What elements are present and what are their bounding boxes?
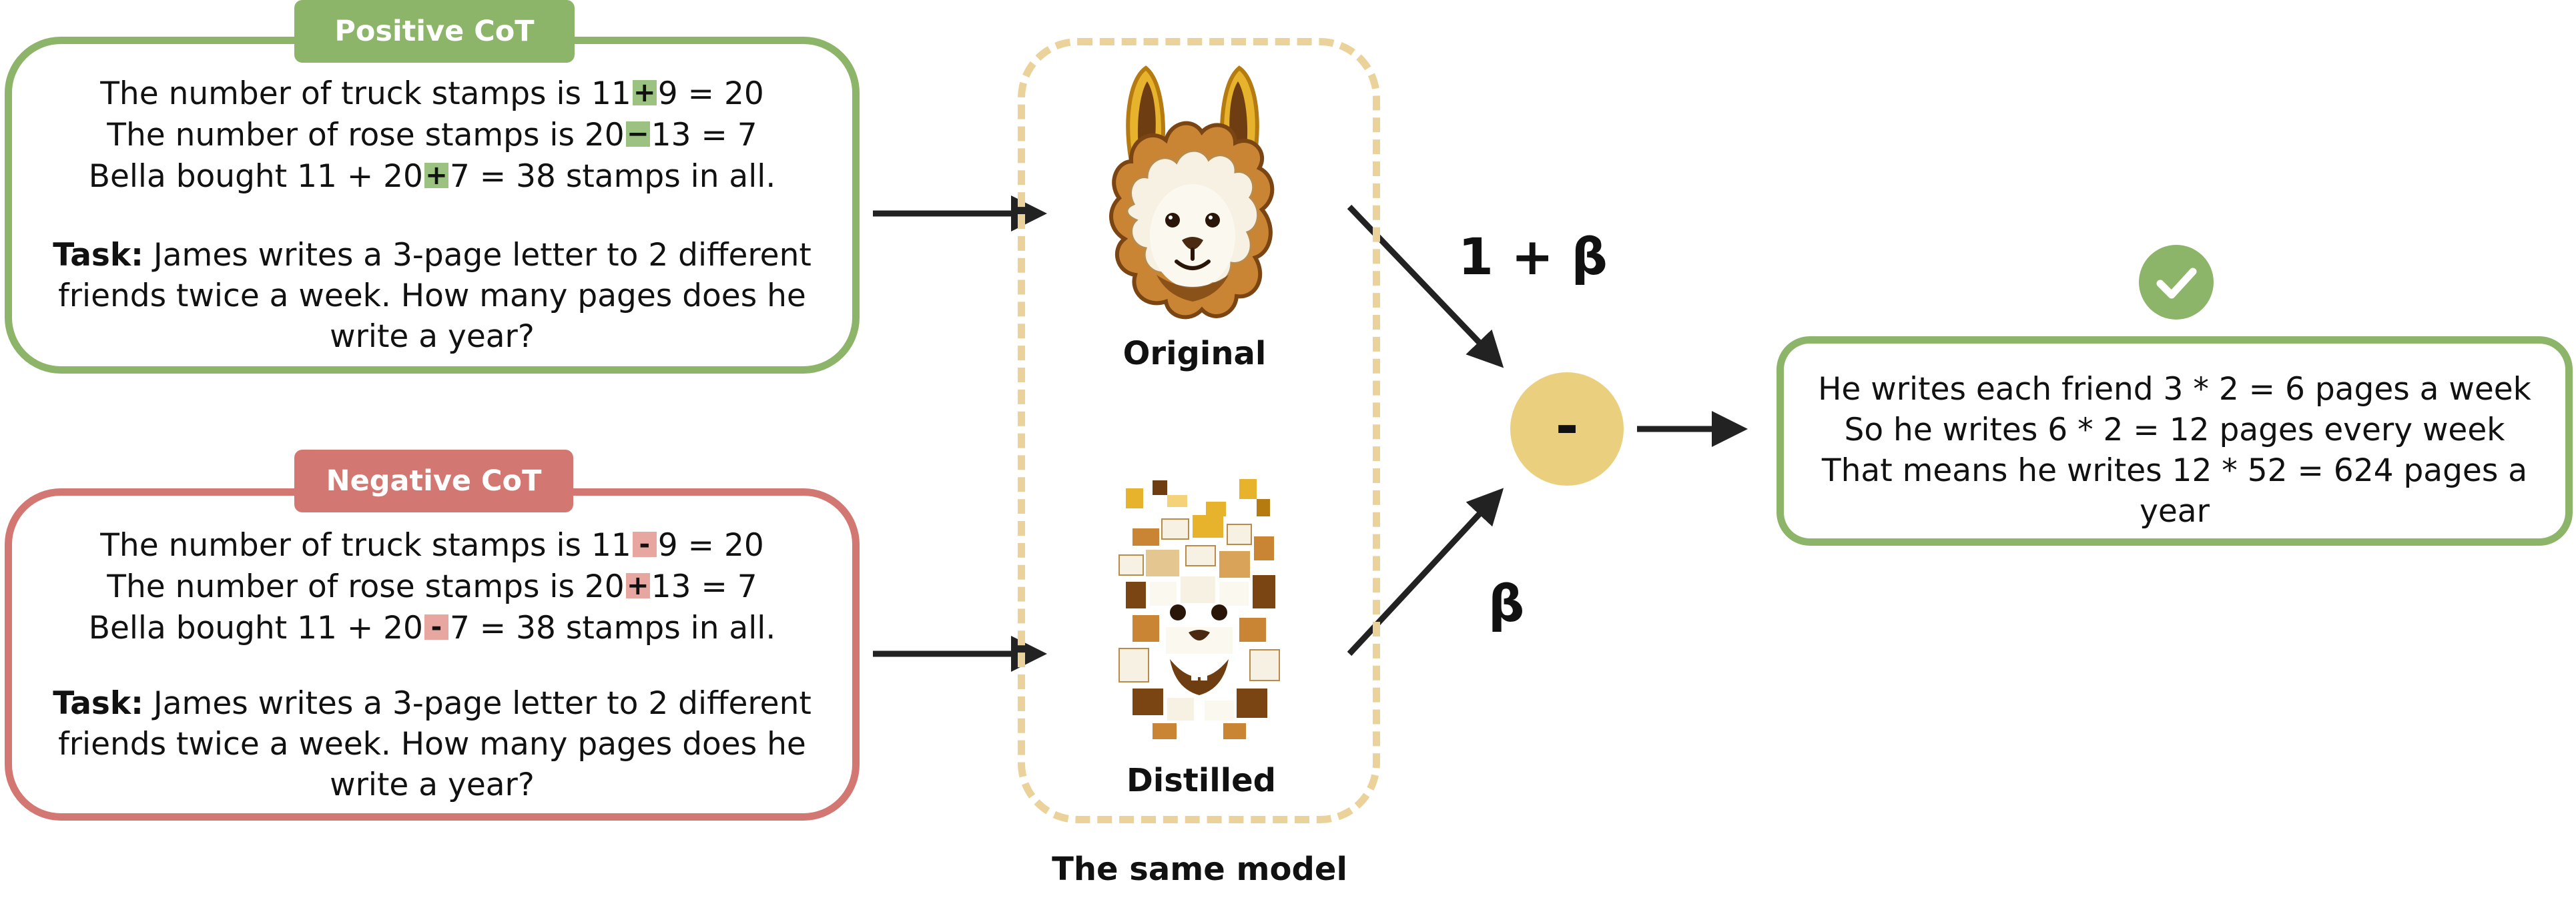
result-box: He writes each friend 3 * 2 = 6 pages a … bbox=[1777, 336, 2573, 546]
negative-task: Task: James writes a 3-page letter to 2 … bbox=[53, 685, 812, 803]
operator-highlight: − bbox=[625, 119, 650, 149]
task-label: Task: bbox=[53, 685, 143, 722]
operator-highlight: - bbox=[424, 614, 448, 640]
same-model-container bbox=[1018, 38, 1380, 823]
original-llama-icon bbox=[1109, 65, 1275, 320]
positive-cot-reasoning: The number of truck stamps is 11+9 = 20 … bbox=[12, 73, 852, 197]
distilled-llama-icon bbox=[1118, 479, 1280, 739]
same-model-caption: The same model bbox=[1052, 851, 1347, 888]
operator-highlight: + bbox=[424, 160, 448, 191]
distilled-coefficient: β bbox=[1488, 574, 1525, 633]
result-line-2: So he writes 6 * 2 = 12 pages every week bbox=[1844, 412, 2505, 448]
positive-cot-label: Positive CoT bbox=[294, 0, 575, 63]
result-line-3: That means he writes 12 * 52 = 624 pages… bbox=[1821, 452, 2528, 489]
checkmark-icon bbox=[2156, 268, 2197, 299]
task-label: Task: bbox=[53, 237, 143, 274]
result-line-4: year bbox=[2140, 493, 2210, 530]
positive-cot-box: The number of truck stamps is 11+9 = 20 … bbox=[5, 37, 860, 374]
operator-highlight: + bbox=[632, 77, 657, 108]
distilled-model-label: Distilled bbox=[1126, 762, 1277, 799]
original-model-label: Original bbox=[1122, 335, 1267, 372]
operator-highlight: + bbox=[625, 570, 650, 601]
negative-line-3: Bella bought 11 + 20-7 = 38 stamps in al… bbox=[88, 610, 776, 646]
original-coefficient: 1 + β bbox=[1458, 227, 1608, 286]
positive-line-2: The number of rose stamps is 20−13 = 7 bbox=[107, 117, 757, 153]
result-text: He writes each friend 3 * 2 = 6 pages a … bbox=[1784, 369, 2565, 532]
minus-operator: - bbox=[1510, 372, 1624, 486]
check-icon bbox=[2139, 245, 2214, 320]
negative-line-2: The number of rose stamps is 20+13 = 7 bbox=[107, 568, 757, 605]
positive-line-1: The number of truck stamps is 11+9 = 20 bbox=[100, 75, 764, 112]
negative-cot-label: Negative CoT bbox=[294, 450, 573, 512]
operator-highlight: - bbox=[632, 531, 657, 558]
negative-cot-reasoning: The number of truck stamps is 11-9 = 20 … bbox=[12, 525, 852, 649]
negative-cot-box: The number of truck stamps is 11-9 = 20 … bbox=[5, 488, 860, 821]
positive-task: Task: James writes a 3-page letter to 2 … bbox=[53, 237, 812, 355]
result-line-1: He writes each friend 3 * 2 = 6 pages a … bbox=[1818, 371, 2531, 408]
negative-line-1: The number of truck stamps is 11-9 = 20 bbox=[100, 527, 764, 564]
positive-line-3: Bella bought 11 + 20+7 = 38 stamps in al… bbox=[88, 158, 776, 195]
